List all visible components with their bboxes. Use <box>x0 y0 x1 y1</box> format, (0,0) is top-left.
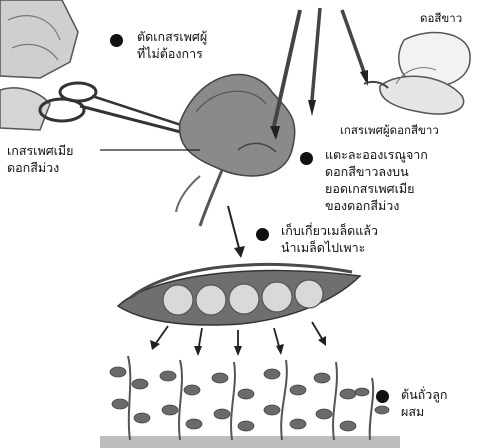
label-cut-stamen: ตัดเกสรเพศผู้ ที่ไม่ต้องการ <box>132 26 212 64</box>
pea-plants-illustration <box>100 356 400 448</box>
label-offspring: ต้นถั่วลูก ผสม <box>396 384 452 422</box>
bullet-icon <box>256 228 269 241</box>
label-pollinate: แตะละอองเรณูจาก ดอกสีขาวลงบน ยอดเกสรเพศเ… <box>320 144 433 216</box>
pea-pod-illustration <box>118 264 360 325</box>
label-white-flower: ดอสีขาว <box>420 10 462 27</box>
label-white-stamen: เกสรเพศผู้ดอกสีขาว <box>340 122 439 139</box>
label-purple-pistil: เกสรเพศเมีย ดอกสีม่วง <box>2 140 78 178</box>
bullet-icon <box>376 390 389 403</box>
bullet-icon <box>300 152 313 165</box>
bullet-icon <box>110 34 123 47</box>
white-flower-illustration <box>364 33 470 114</box>
label-collect-seeds: เก็บเกี่ยวเมล็ดแล้ว นำเมล็ดไปเพาะ <box>276 220 383 258</box>
